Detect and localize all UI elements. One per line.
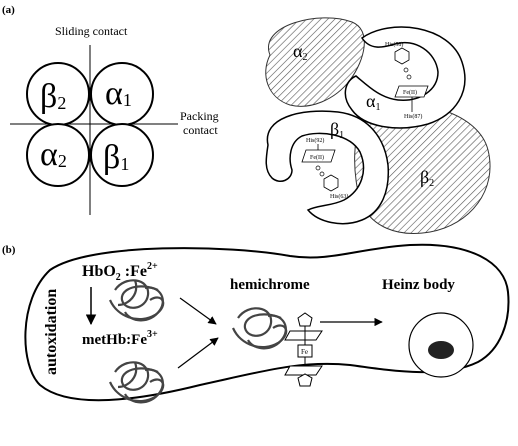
fe-alpha1-label: Fe(II) — [403, 89, 417, 96]
ligand-o-icon — [315, 165, 321, 171]
fe-hemichrome-label: Fe — [301, 348, 308, 356]
fe-beta1-label: Fe(II) — [310, 154, 324, 161]
his58-ring-icon — [394, 47, 410, 65]
alpha2-subunit-shape — [265, 17, 365, 107]
autoxidation-label: autoxidation — [43, 289, 60, 375]
alpha1-structure-label: α1 — [366, 91, 380, 113]
sliding-contact-label: Sliding contact — [55, 24, 128, 38]
hbo2-fe2-label: HbO2 :Fe2+ — [82, 261, 158, 283]
heme-plane-alpha1-icon — [394, 85, 429, 98]
subunit-circle-beta1 — [90, 123, 154, 187]
beta2-structure-label: β2 — [420, 167, 434, 189]
methb-fe3-label: metHb:Fe3+ — [82, 329, 158, 348]
his63-label: His(63) — [330, 193, 348, 200]
heme-plane-beta1-icon — [301, 149, 336, 163]
hemichrome-protein-ribbon-icon — [231, 307, 288, 350]
his63-ring-icon — [323, 174, 339, 192]
oxyhb-to-hemichrome-arrow — [179, 297, 217, 325]
panel-b-label: (b) — [2, 244, 16, 256]
his92-label: His(92) — [306, 137, 324, 144]
tetramer-schematic: Sliding contact Packing contact β2 α1 α2… — [10, 24, 219, 215]
beta1-structure-label: β1 — [330, 119, 344, 141]
his58-label: His(58) — [385, 41, 403, 48]
hbo2-protein-ribbon-icon — [108, 279, 165, 322]
hemichrome-label: hemichrome — [230, 277, 310, 293]
panel-a-label: (a) — [2, 4, 15, 16]
subunit-circle-alpha2 — [26, 123, 90, 187]
hemoglobin-structure-cartoon: α2 α1 β1 β2 His(58) Fe(II) His(87) His(9… — [265, 17, 491, 234]
ligand-o-icon — [406, 74, 412, 80]
methb-to-hemichrome-arrow — [177, 337, 219, 369]
packing-contact-label-2: contact — [183, 123, 218, 137]
red-blood-cell-outline — [24, 243, 510, 402]
ligand-o-icon — [319, 171, 325, 177]
subunit-label-beta1: β1 — [103, 139, 129, 176]
methb-protein-ribbon-icon — [108, 361, 165, 404]
beta1-subunit-shape — [265, 110, 390, 225]
his87-label: His(87) — [404, 113, 422, 120]
packing-contact-label-1: Packing — [180, 109, 219, 123]
subunit-label-alpha2: α2 — [40, 136, 67, 173]
heinz-body-label: Heinz body — [382, 277, 455, 293]
bis-histidine-heme-icon — [284, 312, 323, 387]
subunit-label-alpha1: α1 — [105, 75, 132, 112]
heinz-body-aggregate — [428, 341, 454, 359]
alpha2-structure-label: α2 — [293, 41, 307, 63]
alpha1-subunit-shape — [344, 26, 466, 129]
ligand-o-icon — [403, 67, 409, 73]
subunit-label-beta2: β2 — [40, 78, 66, 115]
beta2-subunit-shape — [354, 103, 491, 234]
